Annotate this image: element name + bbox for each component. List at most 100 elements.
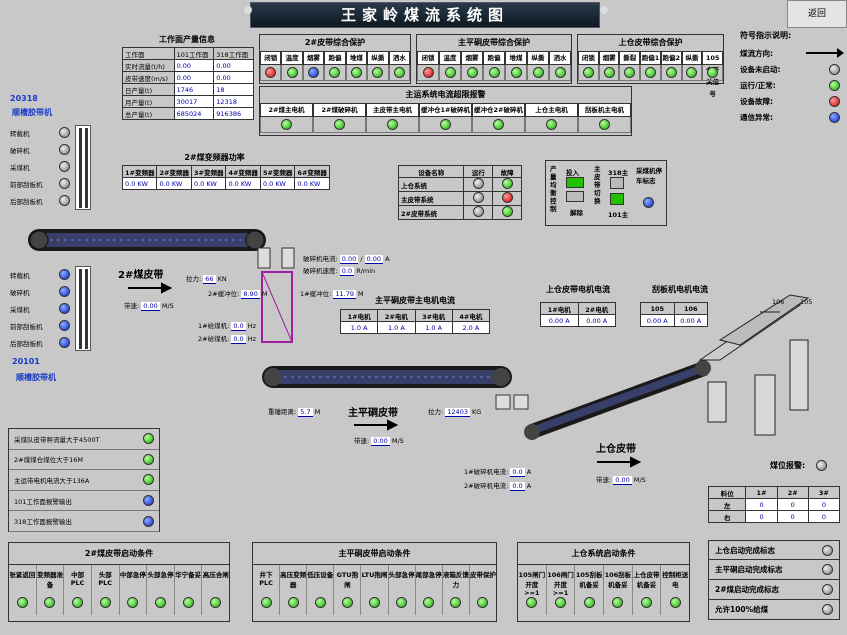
condmain-condition-label: LTU抱闸 (361, 571, 388, 579)
belt2-speed-unit: M/S (161, 302, 174, 310)
belt-20318-id: 20318 (10, 94, 38, 103)
condmain-condition-lamp (260, 597, 272, 608)
condmain-condition-lamp (368, 597, 380, 608)
up-belt-speed-label: 带速: (596, 476, 612, 484)
prot_main-status-lamp (422, 67, 434, 78)
bin-side: 左 (707, 498, 747, 511)
condmain-condition-label: 尾部急停 (415, 571, 442, 579)
up-belt-protection-panel: 上仓皮带综合保护闭锁烟雾撕裂跑偏1跑偏2纵撕105仓开关信号 (577, 34, 724, 98)
up_belt-current-value: 0.00 A (577, 314, 616, 327)
belt-20101-lamps: 转载机破碎机采煤机前部刮板机后部刮板机 (10, 266, 70, 351)
prot_main-status-lamp (488, 67, 500, 78)
weight-distance: 重锤距离: 5.7 M (268, 406, 320, 417)
condmain-condition-lamp (396, 597, 408, 608)
prot2-item: 烟雾 (302, 51, 325, 65)
alarm-label: 101工作面报警输出 (14, 497, 72, 506)
belt2-buffer2: 2#缓冲位: 8.90 M (208, 288, 268, 299)
cond2-condition: 头部急停 (147, 565, 175, 615)
title-bar: 王家岭煤流系统图 (250, 2, 600, 28)
belt_left_bot-device: 转载机 (10, 266, 70, 283)
t101-button[interactable] (610, 193, 624, 205)
inverter-value-unit: KW (240, 179, 252, 188)
prod-row-label: 总产量(t) (122, 107, 175, 120)
prot2-status-lamp (372, 67, 384, 78)
flag-label: 2#煤启动完成标志 (715, 585, 780, 594)
up_belt-current-unit: A (565, 316, 570, 325)
belt_left_bot-device-lamp (59, 269, 70, 280)
main-belt-pull-unit: KG (472, 408, 482, 416)
up_belt-current-unit: A (602, 316, 608, 325)
inverter-value-number: 0.0 (228, 179, 239, 188)
prot_up-status-lamp (603, 67, 615, 78)
main_belt-current-number: 2.0 (462, 323, 473, 332)
put-button[interactable] (566, 177, 584, 188)
scraper-current-unit: A (663, 316, 668, 325)
crusher2-current-label: 2#破碎机电流: (464, 482, 509, 490)
crusher-speed-value: 0.0 (339, 267, 355, 276)
belt_left_bot-device-label: 采煤机 (10, 305, 30, 314)
belt_left_bot-device: 前部刮板机 (10, 317, 70, 334)
feeder1: 1#给煤机: 0.0 Hz (198, 320, 256, 331)
overcurrent-status-lamp (387, 119, 398, 130)
condmain-condition: 液箱反馈力 (443, 565, 470, 615)
condmain-condition: 皮带保护 (470, 565, 496, 615)
balance-label: 产量均衡控制 (550, 165, 557, 213)
belt-20318-lamps: 转载机破碎机采煤机前部刮板机后部刮板机 (10, 124, 70, 209)
belt2-buffer1-unit: M (358, 290, 364, 298)
prot_main-item: 闭锁 (417, 51, 439, 65)
cut-label: 解除 (570, 209, 583, 217)
condmain-condition-lamp (314, 597, 326, 608)
feeder1-value: 0.0 (231, 322, 246, 331)
main_belt-current-number: 1.0 (350, 323, 362, 332)
main_belt-current-value: 1.0 A (339, 321, 379, 334)
coal-stop-lamp (643, 197, 654, 208)
main-belt-name: 主平硐皮带 (348, 408, 398, 419)
prot_up-status-lamp (707, 67, 719, 78)
overcurrent-item: 刮板机主电机 (578, 103, 631, 117)
bin-value: 0 (807, 510, 841, 523)
silo-106-label: 106 (772, 298, 785, 306)
prot_main-item: 跑偏 (483, 51, 505, 65)
flag-lamp (822, 544, 833, 556)
belt_left_top-device: 后部刮板机 (10, 192, 70, 209)
alarm-lamp (143, 453, 154, 465)
belt_left_top-device-lamp (59, 195, 70, 206)
condup-condition-lamp (526, 597, 538, 608)
condmain-condition: 头部急停 (389, 565, 416, 615)
cut-button[interactable] (566, 191, 584, 202)
prot_main-item: 纵撕 (527, 51, 549, 65)
belt2-pull-label: 拉力: (186, 275, 202, 283)
main_belt-current-value: 1.0 A (377, 321, 416, 334)
belt_left_top-device: 破碎机 (10, 141, 70, 158)
alarm-label: 318工作面报警输出 (14, 518, 72, 527)
up-current-title: 上仓皮带电机电流 (546, 285, 610, 294)
device-row: 2#皮带系统 (397, 205, 522, 220)
condup-condition-lamp (555, 597, 566, 608)
flag-lamp (822, 564, 833, 575)
flag-label: 上仓启动完成标志 (715, 545, 775, 555)
main_belt-current-header: 2#电机 (377, 309, 416, 322)
scraper-current-value: 0.00 A (673, 314, 708, 327)
scraper-current-value: 0.00 A (640, 314, 675, 327)
belt2-buffer1: 1#缓冲位: 11.79 M (300, 288, 364, 299)
t318-button[interactable] (610, 177, 624, 189)
bin-header: 料位 (707, 486, 747, 499)
belt-20101-name: 顺槽胶带机 (16, 373, 56, 382)
cond2-condition: 变频器准备 (37, 565, 65, 615)
prot_main-status-lamp (532, 67, 544, 78)
belt2-pull: 拉力: 66 KN (186, 273, 227, 284)
prot2-status-lamp (308, 67, 320, 78)
overcurrent-item: 上仓主电机 (525, 103, 578, 117)
condmain-condition-label: 低压设备 (307, 571, 334, 579)
device-row: 上仓系统 (397, 177, 522, 192)
bin-header: 2# (776, 486, 809, 499)
bin-header: 1# (745, 486, 778, 499)
flag-row: 主平硐启动完成标志 (708, 560, 840, 580)
prot2-status-lamp (265, 67, 277, 78)
belt_left_top-device-lamp (59, 144, 70, 155)
condmain-condition-label: 液箱反馈力 (442, 571, 469, 589)
condup-condition: 105刮板机备妥 (575, 565, 605, 615)
